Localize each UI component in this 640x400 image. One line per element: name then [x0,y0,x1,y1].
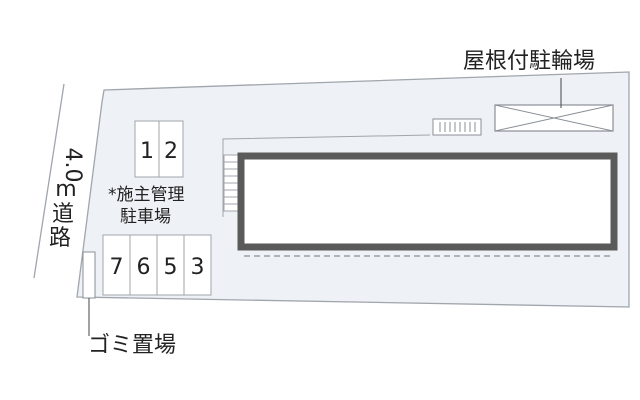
meter-box [432,118,482,136]
parking-bottom-stall-number: 5 [164,255,178,280]
parking-top-stall-1 [134,120,160,178]
parking-note-line2: 駐車場 [120,207,171,227]
parking-top-stall-2 [158,120,184,178]
road-edge-line [33,83,65,279]
parking-bottom-stall-6 [129,234,158,296]
parking-top-stall-number: 2 [164,139,178,164]
garbage-label: ゴミ置場 [88,333,176,358]
building-zone-outline [222,134,431,217]
parking-top-stall-number: 1 [140,139,154,164]
road-width-label: 4.0 [60,148,85,183]
parking-bottom-stall-number: 7 [110,255,124,280]
bike-parking-label: 屋根付駐輪場 [463,49,595,74]
staircase [223,154,239,212]
road-label-char-2: 路 [49,226,71,251]
parking-bottom-stall-number: 6 [137,255,151,280]
garbage-area [82,251,96,299]
parking-bottom-stall-number: 3 [191,255,205,280]
bike-parking-area [494,104,614,132]
building [237,152,618,251]
road-unit-label: m [55,177,76,202]
parking-bottom-stall-3 [183,234,212,296]
road-label-char-1: 道 [52,202,74,227]
parking-note-line1: *施主管理 [108,185,185,205]
parking-bottom-stall-5 [156,234,185,296]
